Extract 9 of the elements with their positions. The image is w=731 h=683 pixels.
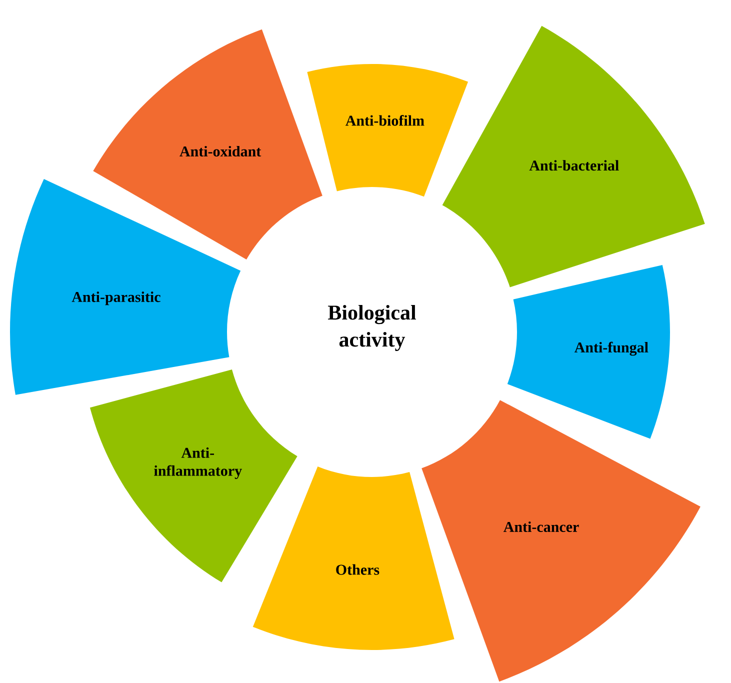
ring-segment: Others (252, 466, 454, 650)
center-title: Biological activity (328, 304, 416, 352)
ring-segment: Anti-biofilm (307, 64, 468, 197)
ring-segment: Anti-cancer (422, 400, 700, 682)
ring-segment: Anti-fungal (507, 264, 670, 439)
ring-segment: Anti-bacterial (442, 26, 705, 288)
ring-segment: Anti-parasitic (10, 179, 241, 395)
ring-segment: Anti-inflammatory (90, 370, 298, 582)
ring-segment: Anti-oxidant (93, 29, 322, 260)
